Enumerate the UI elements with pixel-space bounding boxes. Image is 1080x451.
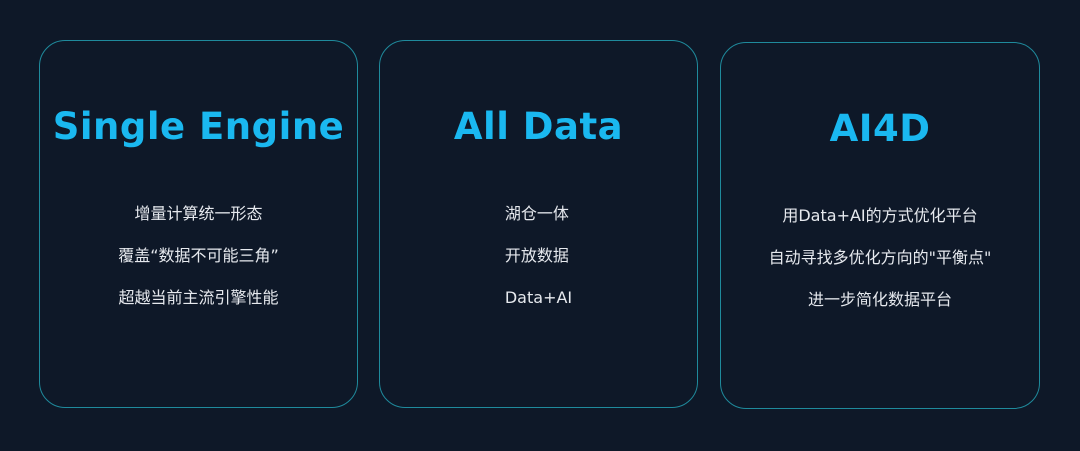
feature-line: 自动寻找多优化方向的"平衡点" — [768, 248, 992, 267]
card-feature-list: 用Data+AI的方式优化平台 自动寻找多优化方向的"平衡点" 进一步简化数据平… — [721, 195, 1039, 321]
card-feature-list: 湖仓一体 开放数据 Data+AI — [380, 193, 697, 319]
feature-line: 进一步简化数据平台 — [807, 290, 952, 309]
feature-line: 覆盖“数据不可能三角” — [118, 246, 279, 265]
feature-line: 增量计算统一形态 — [134, 204, 263, 223]
feature-line: Data+AI — [504, 288, 573, 307]
card-title: Single Engine — [52, 105, 345, 148]
card-ai4d: AI4D 用Data+AI的方式优化平台 自动寻找多优化方向的"平衡点" 进一步… — [720, 42, 1040, 409]
card-title: AI4D — [829, 107, 931, 150]
feature-line: 用Data+AI的方式优化平台 — [782, 206, 978, 225]
card-all-data: All Data 湖仓一体 开放数据 Data+AI — [379, 40, 698, 408]
feature-line: 湖仓一体 — [504, 204, 569, 223]
feature-line: 开放数据 — [504, 246, 569, 265]
card-single-engine: Single Engine 增量计算统一形态 覆盖“数据不可能三角” 超越当前主… — [39, 40, 358, 408]
card-title: All Data — [453, 105, 624, 148]
card-feature-list: 增量计算统一形态 覆盖“数据不可能三角” 超越当前主流引擎性能 — [40, 193, 357, 319]
feature-line: 超越当前主流引擎性能 — [118, 288, 279, 307]
